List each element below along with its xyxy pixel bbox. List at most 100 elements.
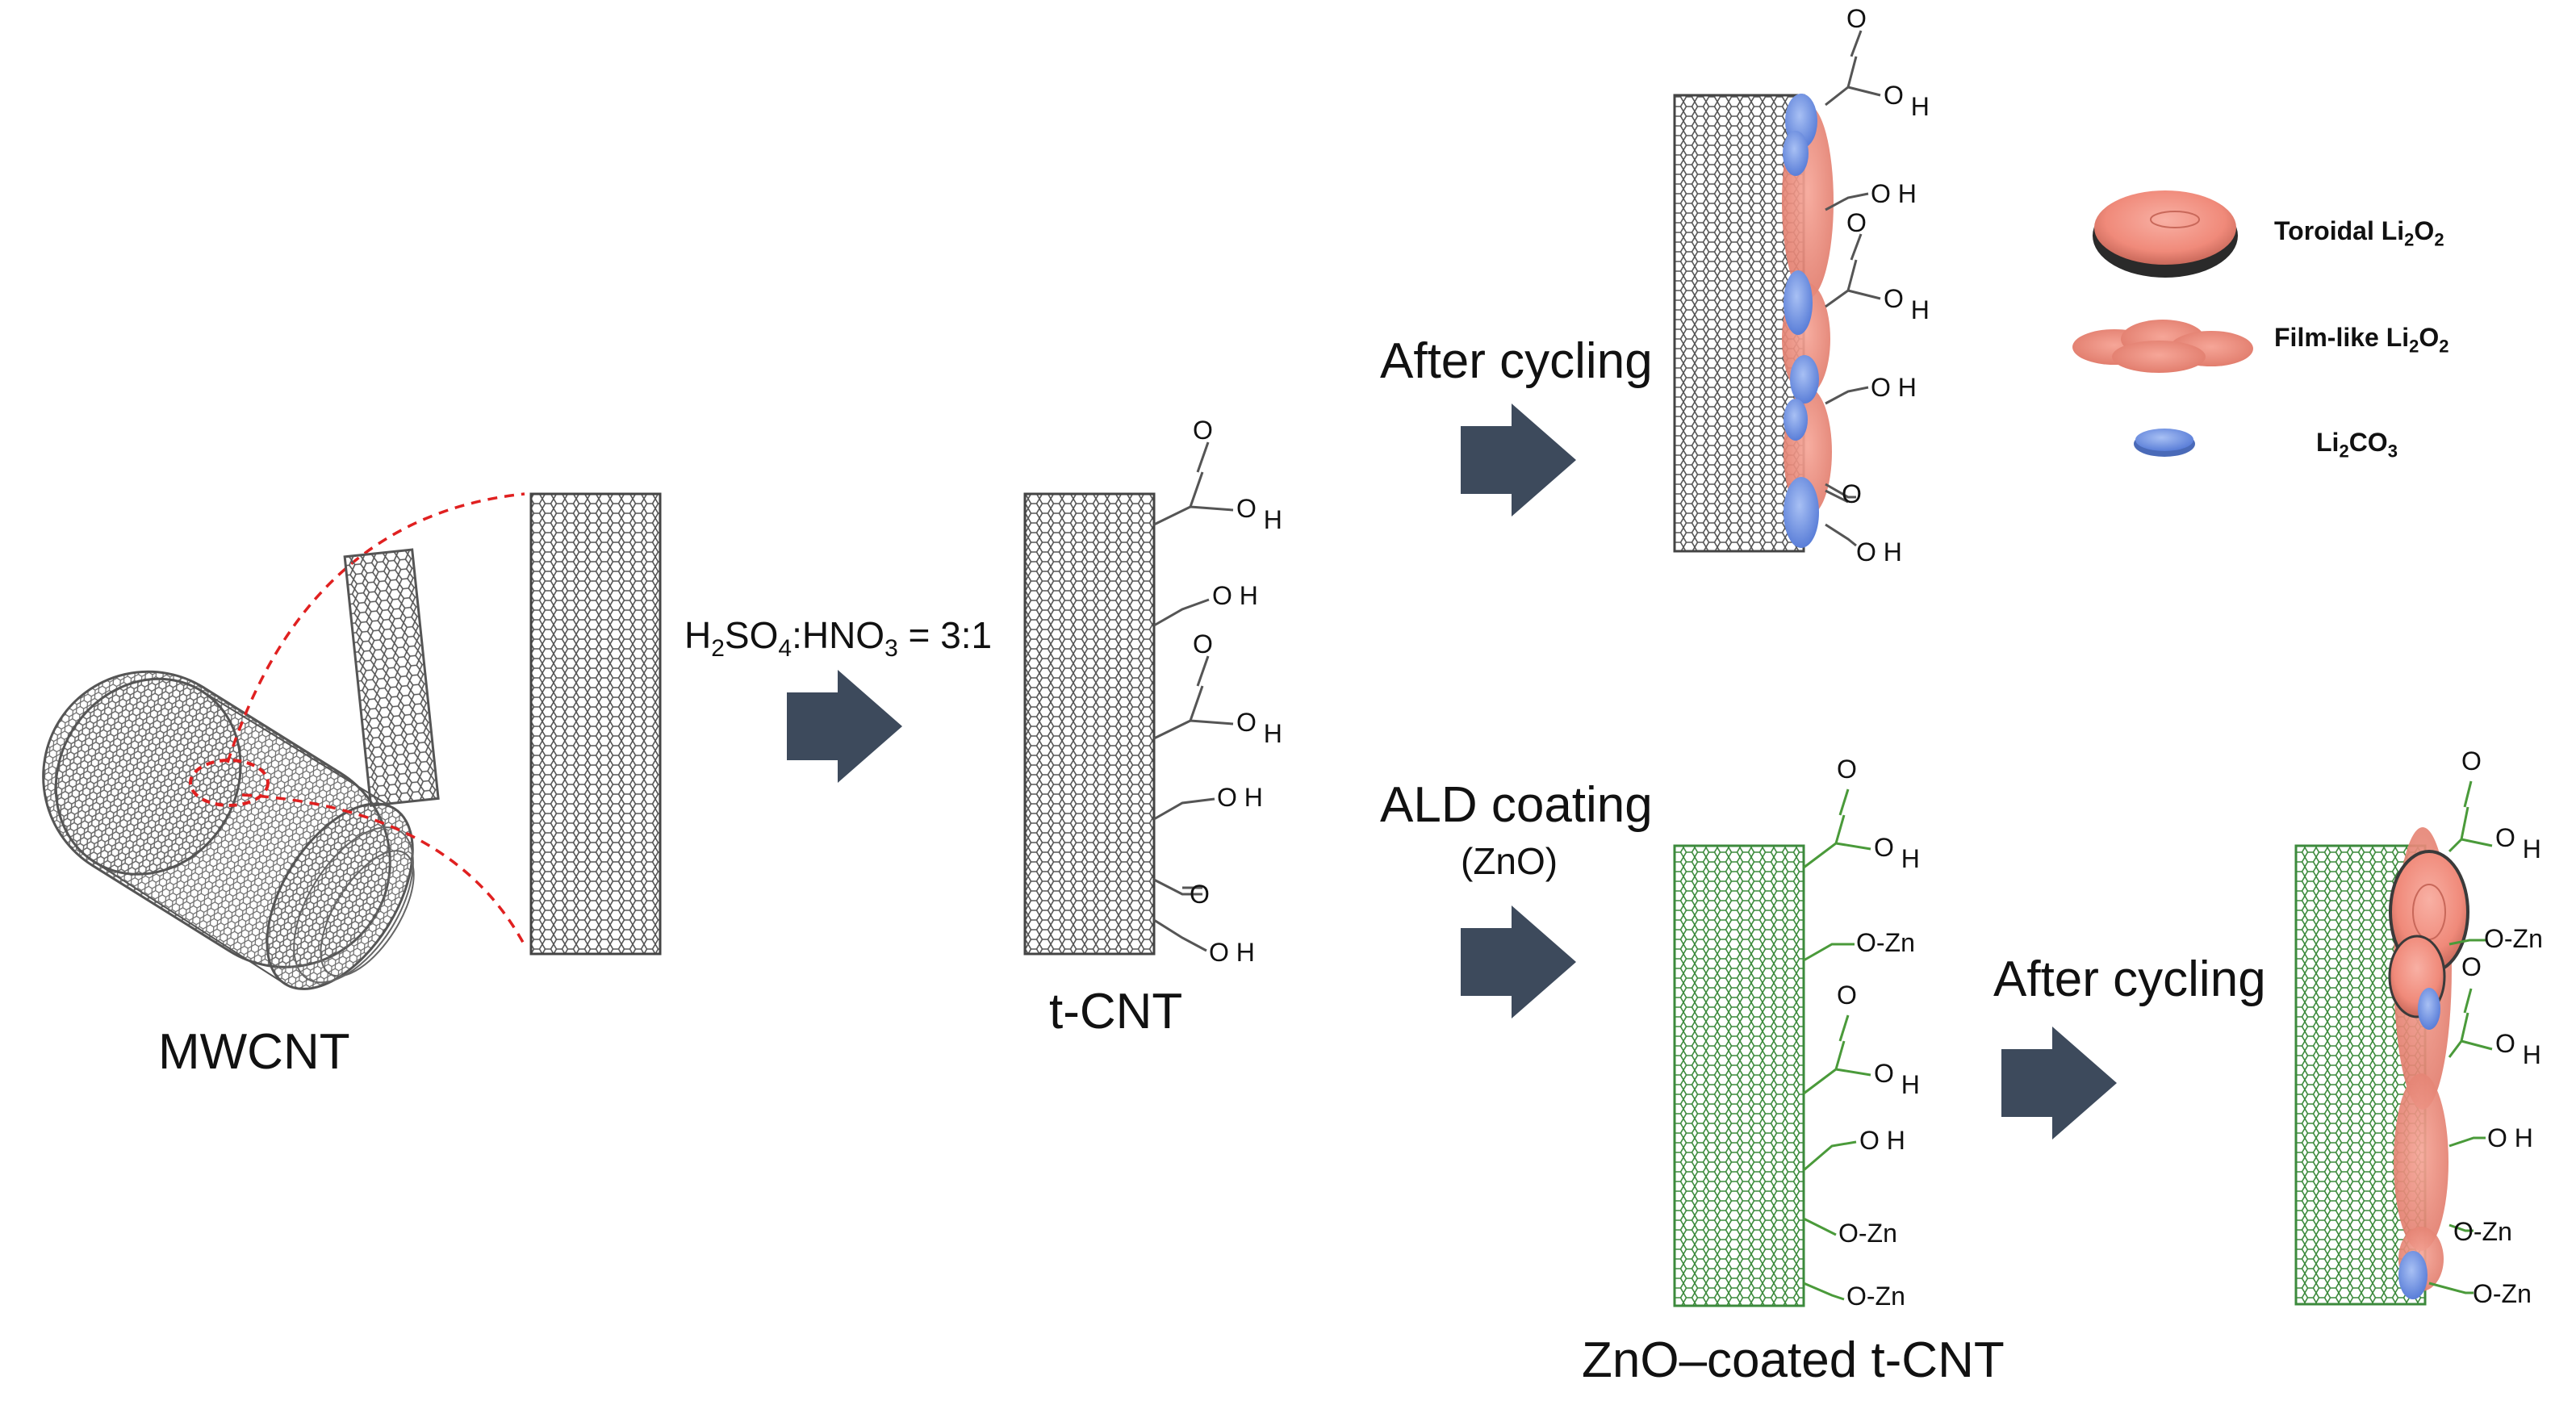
tcnt-oh-1: O H xyxy=(1236,494,1282,534)
bottom-discharge-products xyxy=(2388,827,2469,1299)
tcnt-label: t-CNT xyxy=(1049,984,1183,1039)
legend-toroidal-sub1: 2 xyxy=(2404,229,2415,250)
bot-ozn-2: O-Zn xyxy=(2453,1217,2512,1246)
acid-ratio: = 3:1 xyxy=(897,614,993,656)
legend-film-sub2: 2 xyxy=(2439,336,2449,357)
top-o-1: O xyxy=(1846,4,1867,33)
top-ohsp-2: O H xyxy=(1871,373,1917,402)
tcnt-functional-groups xyxy=(1153,441,1234,952)
acid-hno: :HNO xyxy=(792,614,885,656)
zoom-circle xyxy=(189,759,270,807)
legend-film-sub1: 2 xyxy=(2409,336,2419,357)
acid-h: H xyxy=(684,614,712,656)
zno-oh-1-o: O xyxy=(1874,833,1894,862)
top-oh-2-h: H xyxy=(1910,295,1930,324)
top-ohsp-1: O H xyxy=(1871,179,1917,208)
top-oh-1: O H xyxy=(1884,81,1930,121)
tcnt-ohsp-2: O H xyxy=(1217,783,1263,812)
top-ohsp-3: O H xyxy=(1856,537,1902,567)
process-arrow-acid xyxy=(787,670,902,783)
legend-carbonate-shape xyxy=(2134,429,2195,457)
zoom-line-bottom xyxy=(241,793,528,949)
bot-oh-1: O H xyxy=(2495,823,2541,864)
mwcnt-illustration xyxy=(42,670,415,990)
bot-o-2: O xyxy=(2461,952,2482,981)
top-discharge-products xyxy=(1782,94,1834,548)
ald-sub-label: (ZnO) xyxy=(1461,840,1558,882)
process-arrow-ald xyxy=(1461,905,1576,1018)
legend-carbonate-mid: CO xyxy=(2348,428,2388,457)
top-oh-1-h: H xyxy=(1910,92,1930,121)
legend-toroidal-shape xyxy=(2093,190,2238,278)
legend-film-label: Film-like Li2O2 xyxy=(2274,323,2449,357)
top-oh-1-o: O xyxy=(1884,81,1904,110)
zno-ohsp-1: O H xyxy=(1859,1126,1905,1155)
legend-toroidal-sub2: 2 xyxy=(2434,229,2444,250)
acid-h-sub: 2 xyxy=(711,635,725,663)
top-cycled-functional-groups xyxy=(1825,30,1881,547)
legend-film-text: Film-like Li xyxy=(2274,323,2410,352)
ald-coating-label: ALD coating xyxy=(1380,777,1653,833)
top-o-2: O xyxy=(1846,208,1867,237)
tcnt-o-3: O xyxy=(1190,880,1210,909)
process-arrow-cycling-bottom xyxy=(2001,1027,2117,1140)
zno-oh-2-h: H xyxy=(1901,1070,1920,1099)
top-o-3: O xyxy=(1842,479,1862,508)
zno-functional-groups xyxy=(1803,788,1871,1301)
acid-ratio-label: H2SO4:HNO3 = 3:1 xyxy=(684,613,992,663)
after-cycling-bottom-label: After cycling xyxy=(1993,951,2266,1007)
acid-so-sub: 4 xyxy=(778,635,792,663)
zoom-line-top xyxy=(226,492,525,763)
legend-film-mid: O xyxy=(2419,323,2440,352)
legend-carbonate-label: Li2CO3 xyxy=(2316,428,2398,462)
zno-o-1: O xyxy=(1837,755,1857,784)
tcnt-o-2: O xyxy=(1193,629,1213,659)
tcnt-oh-2-h: H xyxy=(1263,719,1282,748)
legend-carbonate-sub1: 2 xyxy=(2339,441,2349,462)
tcnt-wall xyxy=(1023,492,1156,956)
legend-toroidal-text: Toroidal Li xyxy=(2274,216,2405,245)
bot-oh-1-o: O xyxy=(2495,823,2515,852)
tcnt-oh-2-o: O xyxy=(1236,708,1257,737)
zno-oh-2: O H xyxy=(1874,1059,1920,1099)
bot-oh-1-h: H xyxy=(2522,834,2541,864)
zno-tcnt-wall xyxy=(1673,844,1805,1307)
legend-carbonate-text: Li xyxy=(2316,428,2340,457)
acid-hno-sub: 3 xyxy=(884,635,898,663)
single-cnt-small xyxy=(343,548,440,807)
zno-oh-1: O H xyxy=(1874,833,1920,873)
acid-so: SO xyxy=(724,614,779,656)
top-oh-2-o: O xyxy=(1884,284,1904,313)
legend-film-shape xyxy=(2072,320,2253,373)
cnt-wall-zoomed xyxy=(529,492,662,956)
zno-o-2: O xyxy=(1837,981,1857,1010)
legend-carbonate-sub2: 3 xyxy=(2387,441,2398,462)
bot-oh-2-h: H xyxy=(2522,1040,2541,1069)
zno-ozn-3: O-Zn xyxy=(1846,1282,1905,1311)
zno-oh-1-h: H xyxy=(1901,844,1920,873)
zno-ozn-1: O-Zn xyxy=(1856,928,1915,957)
bottom-cycled-functional-groups xyxy=(2428,780,2493,1294)
bot-ozn-1: O-Zn xyxy=(2484,924,2543,953)
after-cycling-top-label: After cycling xyxy=(1380,333,1653,389)
tcnt-oh-1-h: H xyxy=(1263,505,1282,534)
tcnt-ohsp-1: O H xyxy=(1212,581,1258,610)
tcnt-oh-2: O H xyxy=(1236,708,1282,748)
zno-ozn-2: O-Zn xyxy=(1838,1219,1897,1248)
tcnt-oh-1-o: O xyxy=(1236,494,1257,523)
legend-toroidal-label: Toroidal Li2O2 xyxy=(2274,216,2444,250)
zno-tcnt-label: ZnO–coated t-CNT xyxy=(1582,1332,2005,1388)
tcnt-ohsp-3: O H xyxy=(1209,938,1255,967)
bot-oh-2: O H xyxy=(2495,1029,2541,1069)
mwcnt-label: MWCNT xyxy=(158,1024,350,1080)
bot-o-1: O xyxy=(2461,747,2482,776)
top-oh-2: O H xyxy=(1884,284,1930,324)
tcnt-cycled-wall xyxy=(1673,94,1805,553)
bot-ozn-3: O-Zn xyxy=(2473,1279,2532,1308)
legend-toroidal-mid: O xyxy=(2414,216,2435,245)
process-arrow-cycling-top xyxy=(1461,404,1576,516)
tcnt-o-1: O xyxy=(1193,416,1213,445)
zno-oh-2-o: O xyxy=(1874,1059,1894,1088)
bot-ohsp-1: O H xyxy=(2487,1123,2533,1152)
